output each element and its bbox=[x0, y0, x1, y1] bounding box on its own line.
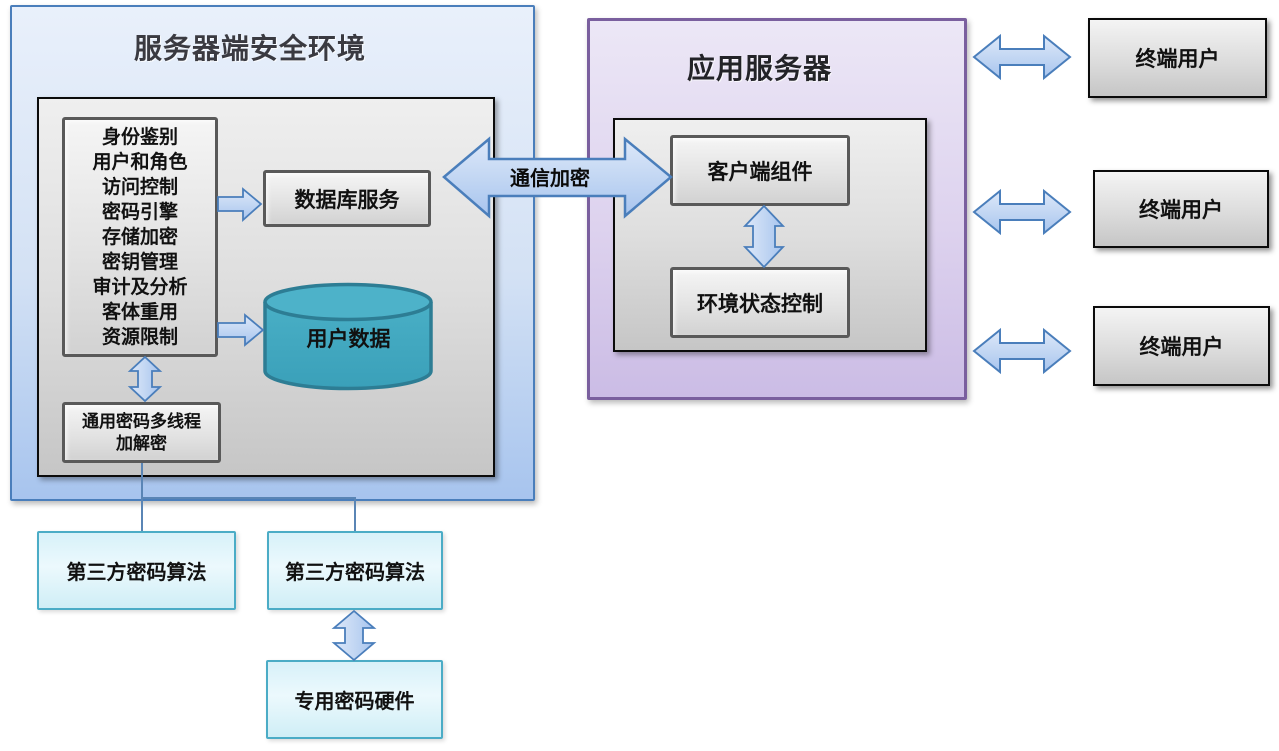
crypto-multithread-box: 通用密码多线程 加解密 bbox=[62, 402, 221, 463]
feature-line: 资源限制 bbox=[101, 326, 178, 348]
end-user-box-2: 终端用户 bbox=[1093, 170, 1269, 248]
server-env-title: 服务器端安全环境 bbox=[133, 33, 366, 64]
comm-encryption-label: 通信加密 bbox=[510, 168, 590, 190]
feature-line: 审计及分析 bbox=[92, 276, 188, 298]
end-user-label-1: 终端用户 bbox=[1135, 48, 1220, 71]
env-state-control-box: 环境状态控制 bbox=[670, 267, 850, 338]
app-server-title: 应用服务器 bbox=[686, 53, 832, 84]
security-feature-list: 身份鉴别 用户和角色 访问控制 密码引擎 存储加密 密钥管理 审计及分析 客体重… bbox=[62, 117, 218, 357]
dedicated-crypto-hw-label: 专用密码硬件 bbox=[294, 691, 415, 713]
feature-line: 密钥管理 bbox=[101, 251, 178, 273]
end-user-arrow-2 bbox=[972, 188, 1072, 236]
end-user-arrow-1 bbox=[972, 33, 1072, 81]
end-user-label-2: 终端用户 bbox=[1139, 199, 1223, 222]
client-component-label: 客户端组件 bbox=[707, 160, 813, 184]
dedicated-crypto-hw-box: 专用密码硬件 bbox=[266, 660, 443, 739]
user-data-label: 用户数据 bbox=[265, 323, 432, 353]
crypto-multithread-line1: 通用密码多线程 bbox=[82, 411, 201, 431]
end-user-box-1: 终端用户 bbox=[1088, 18, 1267, 98]
third-party-algo-label-2: 第三方密码算法 bbox=[285, 562, 425, 584]
feature-line: 存储加密 bbox=[101, 226, 178, 248]
crypto-to-thirdparty-connector-2 bbox=[142, 497, 356, 531]
client-component-box: 客户端组件 bbox=[670, 135, 850, 206]
env-state-control-label: 环境状态控制 bbox=[697, 292, 823, 316]
feature-line: 客体重用 bbox=[101, 301, 178, 323]
user-data-text: 用户数据 bbox=[306, 328, 391, 351]
database-service-box: 数据库服务 bbox=[263, 170, 431, 227]
end-user-label-3: 终端用户 bbox=[1139, 336, 1224, 359]
feature-line: 密码引擎 bbox=[101, 201, 178, 223]
database-service-label: 数据库服务 bbox=[294, 188, 400, 212]
feature-line: 用户和角色 bbox=[92, 151, 188, 173]
end-user-box-3: 终端用户 bbox=[1093, 306, 1270, 386]
third-party-algo-label-1: 第三方密码算法 bbox=[66, 562, 207, 584]
feature-line: 身份鉴别 bbox=[101, 126, 178, 148]
third-party-algo-box-2: 第三方密码算法 bbox=[267, 531, 443, 610]
thirdparty-to-hw-arrow bbox=[331, 609, 377, 662]
feature-line: 访问控制 bbox=[101, 176, 178, 198]
third-party-algo-box-1: 第三方密码算法 bbox=[37, 531, 236, 610]
crypto-multithread-line2: 加解密 bbox=[116, 433, 167, 453]
end-user-arrow-3 bbox=[972, 327, 1072, 375]
